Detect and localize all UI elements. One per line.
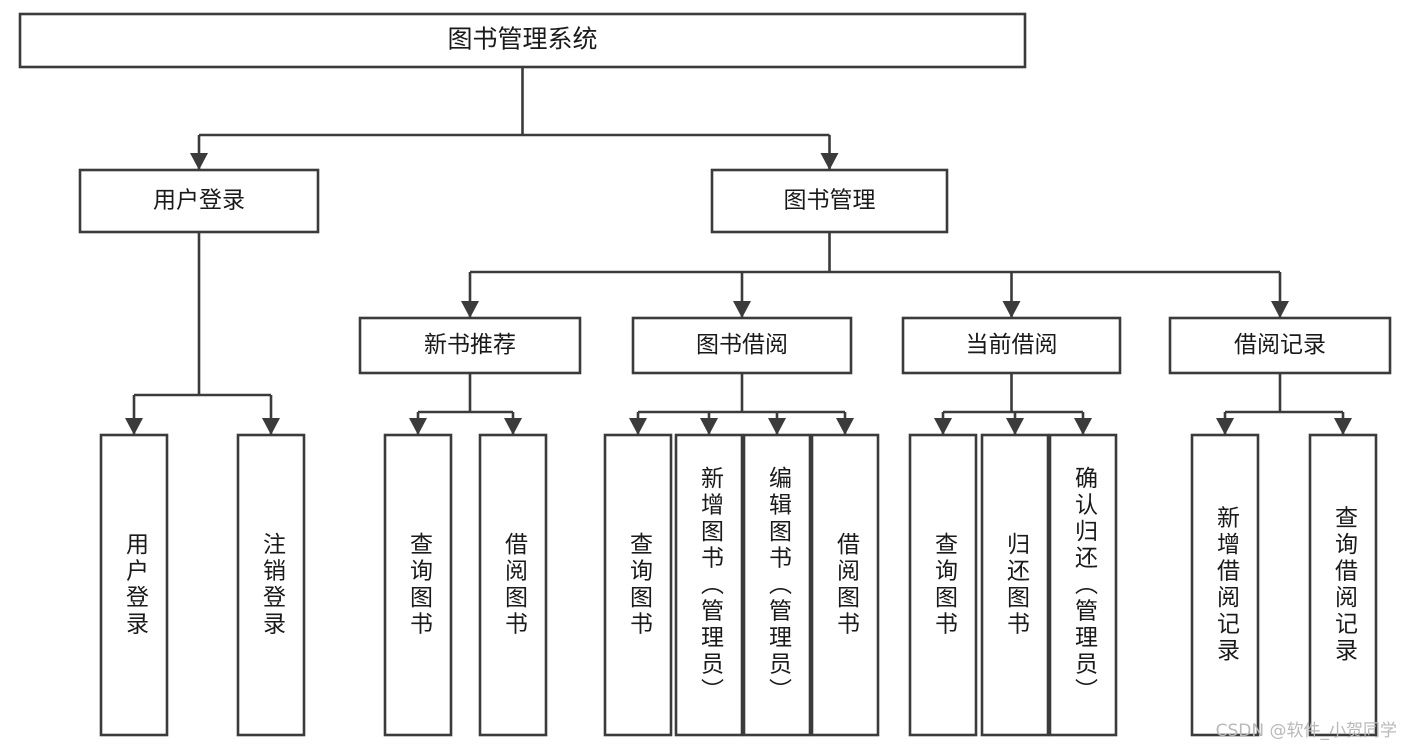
node-leaf-7[interactable]: 借阅图书	[810, 433, 880, 737]
node-leaf-7-label: 借阅图书	[833, 532, 861, 638]
node-level2-3-label: 借阅记录	[1234, 332, 1326, 358]
node-level1-1[interactable]: 图书管理	[710, 168, 949, 234]
leaf-group-2-arrow-0	[629, 418, 647, 435]
leaf-group-3-arrow-2	[1074, 418, 1092, 435]
node-leaf-0[interactable]: 用户登录	[99, 433, 169, 737]
node-level2-2-label: 当前借阅	[966, 332, 1058, 358]
leaf-group-3-arrow-0	[934, 418, 952, 435]
node-leaf-6[interactable]: 编辑图书（管理员）	[742, 433, 812, 737]
node-leaf-8-rect	[908, 433, 978, 737]
node-level2-1[interactable]: 图书借阅	[631, 316, 853, 375]
csdn-watermark: CSDN @软件_小贺同学	[1215, 721, 1397, 741]
node-level2-0[interactable]: 新书推荐	[358, 316, 582, 375]
node-root[interactable]: 图书管理系统	[18, 12, 1027, 69]
node-leaf-5-rect	[674, 433, 744, 737]
node-leaf-5[interactable]: 新增图书（管理员）	[674, 433, 744, 737]
node-level2-3[interactable]: 借阅记录	[1168, 316, 1392, 375]
leaf-group-4-arrow-0	[1216, 418, 1234, 435]
node-leaf-12-label: 查询借阅记录	[1331, 506, 1359, 665]
node-leaf-8[interactable]: 查询图书	[908, 433, 978, 737]
node-leaf-11[interactable]: 新增借阅记录	[1190, 433, 1260, 737]
root-to-level1-arrow-1	[820, 153, 839, 170]
node-leaf-0-label: 用户登录	[122, 532, 150, 638]
node-level1-0-rect	[78, 168, 320, 234]
node-leaf-7-rect	[810, 433, 880, 737]
node-level2-1-label: 图书借阅	[696, 332, 788, 358]
level1-to-level2-arrow-3	[1271, 301, 1289, 318]
node-leaf-4-label: 查询图书	[626, 532, 654, 638]
node-level2-3-rect	[1168, 316, 1392, 375]
node-leaf-2[interactable]: 查询图书	[383, 433, 453, 737]
node-leaf-4[interactable]: 查询图书	[603, 433, 673, 737]
node-level2-0-rect	[358, 316, 582, 375]
leaf-group-0-arrow-0	[125, 418, 143, 435]
leaf-group-3-arrow-1	[1006, 418, 1024, 435]
node-leaf-2-label: 查询图书	[406, 532, 434, 638]
node-leaf-3-rect	[478, 433, 548, 737]
node-level2-1-rect	[631, 316, 853, 375]
node-leaf-10-label: 确认归还（管理员）	[1071, 466, 1099, 705]
node-level2-2[interactable]: 当前借阅	[901, 316, 1122, 375]
node-leaf-12[interactable]: 查询借阅记录	[1308, 433, 1378, 737]
node-leaf-11-label: 新增借阅记录	[1213, 506, 1241, 665]
node-leaf-12-rect	[1308, 433, 1378, 737]
node-level2-2-rect	[901, 316, 1122, 375]
leaf-group-4-arrow-1	[1334, 418, 1352, 435]
node-leaf-5-label: 新增图书（管理员）	[697, 466, 725, 705]
node-leaf-1-rect	[236, 433, 306, 737]
node-root-label: 图书管理系统	[447, 25, 597, 54]
node-level1-1-label: 图书管理	[784, 188, 876, 214]
node-leaf-11-rect	[1190, 433, 1260, 737]
node-leaf-2-rect	[383, 433, 453, 737]
node-leaf-9-label: 归还图书	[1003, 532, 1031, 638]
node-leaf-4-rect	[603, 433, 673, 737]
node-leaf-9[interactable]: 归还图书	[980, 433, 1050, 737]
node-leaf-8-label: 查询图书	[931, 532, 959, 638]
node-leaf-10-rect	[1048, 433, 1118, 737]
level1-to-level2-arrow-0	[461, 301, 479, 318]
leaf-group-1-arrow-1	[504, 418, 522, 435]
node-leaf-3[interactable]: 借阅图书	[478, 433, 548, 737]
node-leaf-9-rect	[980, 433, 1050, 737]
leaf-group-1-arrow-0	[409, 418, 427, 435]
node-root-rect	[18, 12, 1027, 69]
node-leaf-3-label: 借阅图书	[501, 532, 529, 638]
node-boxes-layer: 图书管理系统用户登录图书管理新书推荐图书借阅当前借阅借阅记录用户登录注销登录查询…	[18, 12, 1392, 737]
node-leaf-10[interactable]: 确认归还（管理员）	[1048, 433, 1118, 737]
root-to-level1-arrow-0	[190, 153, 208, 170]
node-level2-0-label: 新书推荐	[424, 332, 516, 358]
leaf-group-2-arrow-2	[768, 418, 786, 435]
node-leaf-1-label: 注销登录	[259, 532, 287, 638]
node-leaf-6-label: 编辑图书（管理员）	[765, 466, 793, 705]
leaf-group-0-arrow-1	[262, 418, 280, 435]
level1-to-level2-arrow-2	[1002, 301, 1021, 318]
node-leaf-1[interactable]: 注销登录	[236, 433, 306, 737]
node-level1-0-label: 用户登录	[153, 188, 245, 214]
node-leaf-0-rect	[99, 433, 169, 737]
node-leaf-6-rect	[742, 433, 812, 737]
leaf-group-2-arrow-1	[700, 418, 718, 435]
node-level1-0[interactable]: 用户登录	[78, 168, 320, 234]
level1-to-level2-arrow-1	[733, 301, 751, 318]
connector-edges-layer	[125, 67, 1352, 435]
node-level1-1-rect	[710, 168, 949, 234]
leaf-group-2-arrow-3	[836, 418, 854, 435]
